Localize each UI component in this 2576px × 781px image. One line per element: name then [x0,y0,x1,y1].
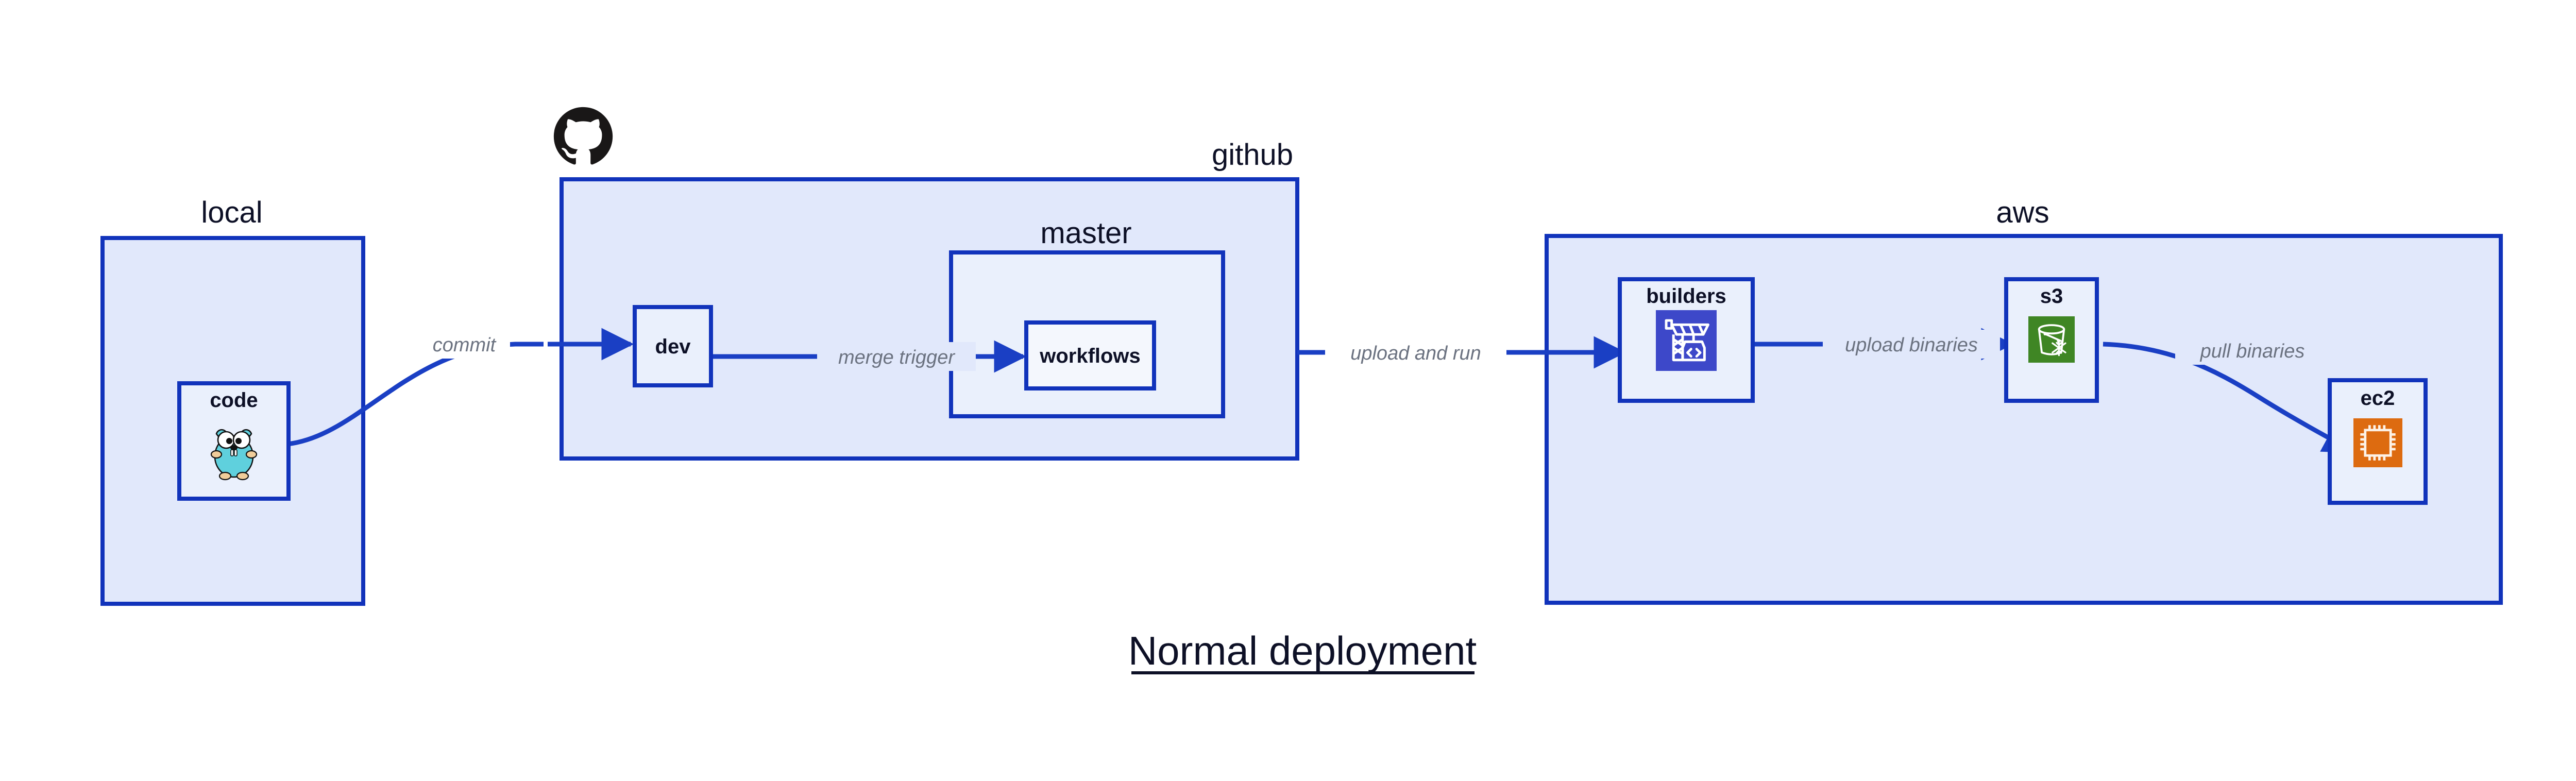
edge-commit: commit [287,328,634,447]
container-label-master: master [1040,216,1131,250]
diagram-title: Normal deployment [1128,628,1477,674]
node-ec2[interactable]: ec2 [2328,378,2428,505]
container-label-local: local [201,196,262,229]
edge-upload-and-run: upload and run [1297,336,1626,369]
github-octocat-icon [553,107,613,165]
node-code[interactable]: code [177,381,291,501]
node-box-ec2 [2328,378,2428,505]
node-label-code: code [210,389,258,412]
aws-codebuild-icon [1656,310,1717,371]
edge-label-commit: commit [433,334,497,356]
node-label-ec2: ec2 [2361,387,2395,410]
aws-ec2-icon [2353,418,2402,467]
edge-upload-binaries: upload binaries [1755,328,2014,361]
node-label-builders: builders [1646,285,1726,308]
edge-merge-trigger: merge trigger [710,340,1027,373]
edge-label-merge-trigger: merge trigger [838,347,955,368]
aws-s3-glacier-icon [2027,315,2076,364]
node-box-dev [633,305,713,387]
node-builders[interactable]: builders [1618,277,1755,403]
node-label-dev: dev [655,335,691,358]
container-label-github: github [1212,138,1293,172]
node-box-workflows [1024,320,1156,390]
node-dev[interactable]: dev [633,305,713,387]
page-title: Normal deployment [1128,628,1477,673]
edge-label-upload-binaries: upload binaries [1845,334,1978,356]
node-s3[interactable]: s3 [2004,277,2099,403]
edge-pull-binaries: pull binaries [2103,336,2357,453]
node-workflows[interactable]: workflows [1024,320,1156,390]
edge-label-pull-binaries: pull binaries [2200,341,2305,362]
node-label-s3: s3 [2040,285,2063,308]
container-label-aws: aws [1996,196,2049,229]
edge-label-upload-and-run: upload and run [1350,343,1481,364]
node-label-workflows: workflows [1039,345,1141,367]
